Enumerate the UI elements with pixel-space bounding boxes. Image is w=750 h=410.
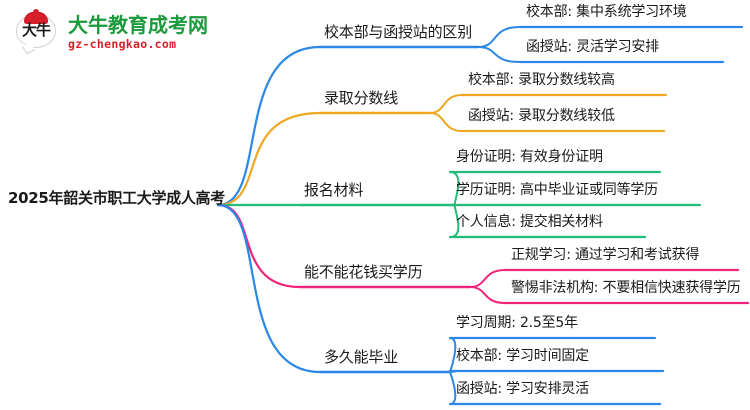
red-cap-icon [24, 9, 48, 24]
mindmap-edge [216, 203, 302, 289]
leaf-label-5-2: 校本部: 学习时间固定 [456, 348, 589, 364]
mindmap-edge [216, 45, 322, 207]
branch-label-4: 能不能花钱买学历 [304, 263, 423, 281]
leaf-label-3-1: 身份证明: 有效身份证明 [456, 149, 603, 165]
site-logo: 大牛 大牛教育成考网 gz-chengkao.com [16, 8, 236, 58]
leaf-label-2-1: 校本部: 录取分数线较高 [468, 72, 615, 88]
logo-mark: 大牛 [16, 9, 60, 54]
mindmap-edge [449, 371, 457, 405]
mindmap-edge [216, 111, 322, 207]
mindmap-edge [429, 94, 463, 114]
mindmap-edges [216, 25, 750, 406]
leaf-label-4-2: 警惕非法机构: 不要相信快速获得学历 [511, 280, 741, 296]
mindmap-edge [477, 46, 521, 63]
mindmap-edge [429, 112, 463, 132]
leaf-label-4-1: 正规学习: 通过学习和考试获得 [511, 247, 700, 263]
mindmap-edge [449, 337, 457, 373]
mindmap-edge [469, 269, 506, 288]
brand-name: 大牛教育成考网 [68, 13, 208, 38]
leaf-label-1-2: 函授站: 灵活学习安排 [526, 39, 659, 55]
site-url: gz-chengkao.com [68, 37, 177, 52]
leaf-label-1-1: 校本部: 集中系统学习环境 [526, 4, 687, 20]
branch-label-2: 录取分数线 [324, 89, 399, 107]
leaf-label-3-3: 个人信息: 提交相关材料 [456, 214, 603, 230]
leaf-label-5-1: 学习周期: 2.5至5年 [456, 315, 578, 331]
branch-label-1: 校本部与函授站的区别 [324, 23, 473, 41]
logo-text-block: 大牛教育成考网 gz-chengkao.com [68, 15, 208, 51]
branch-label-3: 报名材料 [304, 181, 364, 199]
leaf-label-5-3: 函授站: 学习安排灵活 [456, 381, 589, 397]
root-node-label: 2025年韶关市职工大学成人高考 [8, 189, 225, 207]
mindmap-edge [477, 26, 521, 48]
mindmap-edge [469, 286, 506, 304]
mindmap-edge [216, 203, 322, 374]
leaf-label-3-2: 学历证明: 高中毕业证或同等学历 [456, 182, 658, 198]
logo-mark-text: 大牛 [21, 21, 51, 39]
branch-label-5: 多久能毕业 [324, 348, 399, 366]
leaf-label-2-2: 函授站: 录取分数线较低 [468, 108, 615, 124]
